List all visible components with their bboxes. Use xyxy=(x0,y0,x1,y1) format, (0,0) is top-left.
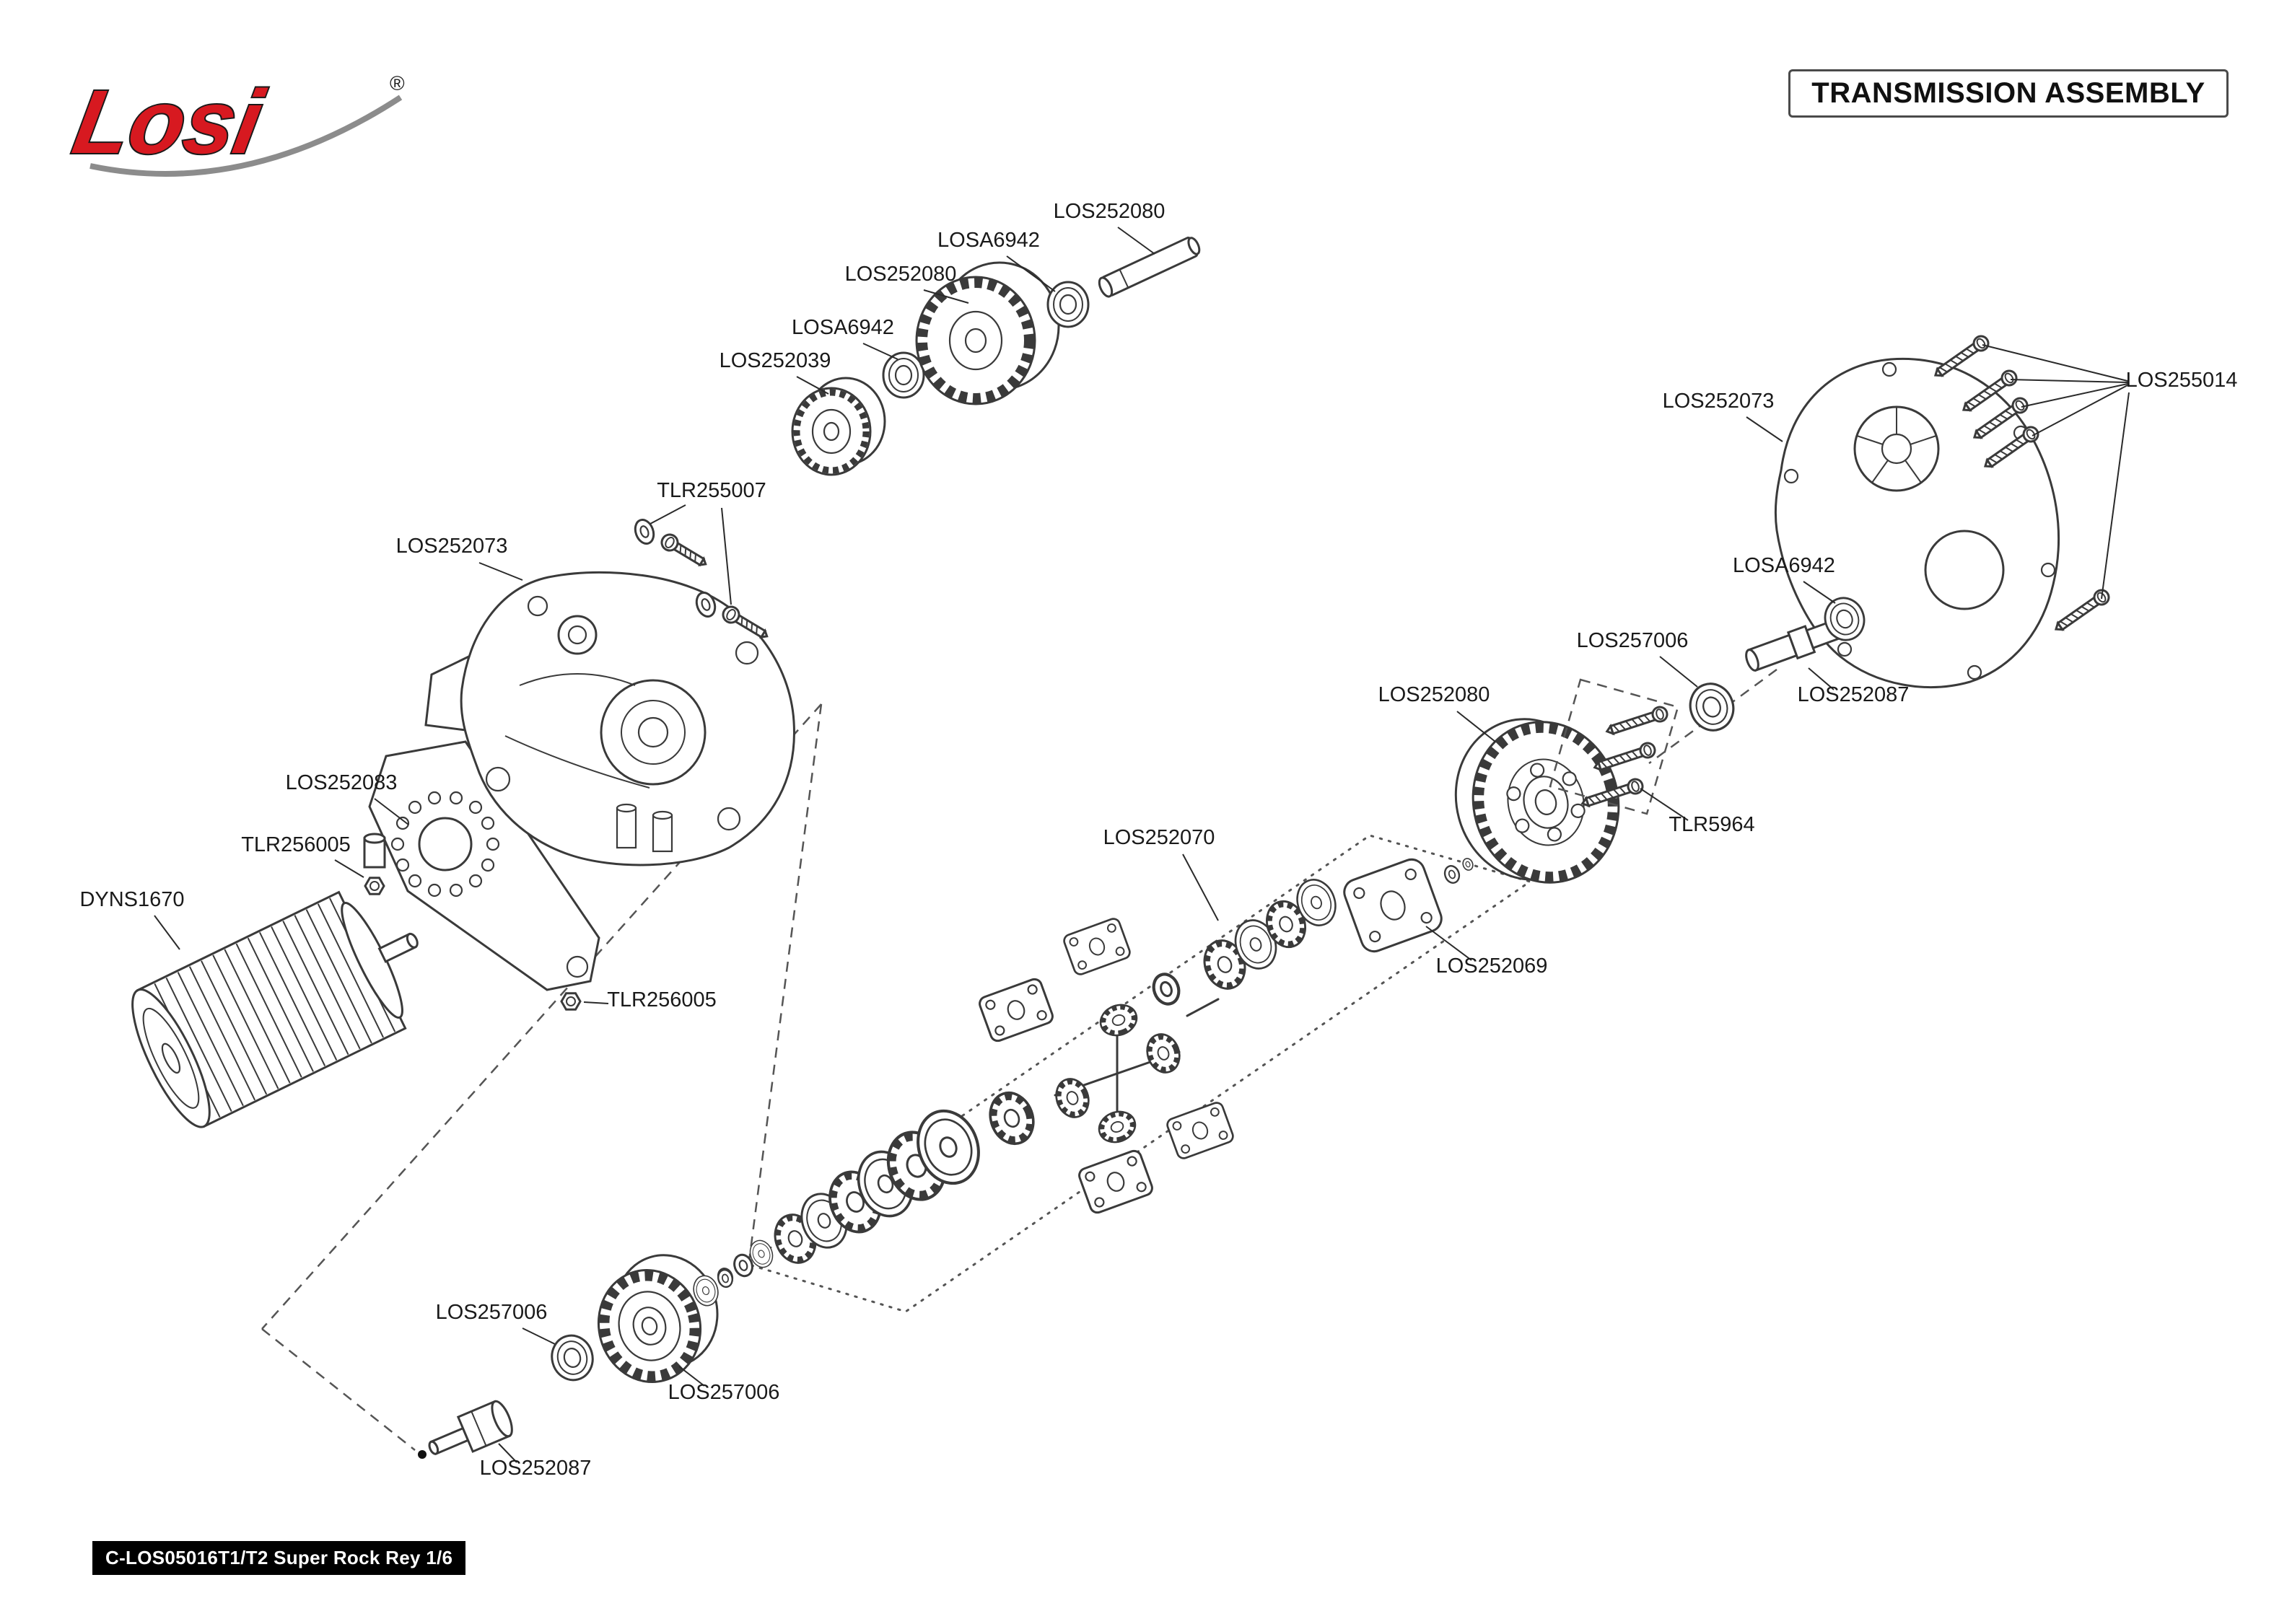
label-leader-line xyxy=(1659,656,1698,688)
label-leader-line xyxy=(498,1443,517,1463)
label-leader-line xyxy=(374,798,409,825)
label-leader-line xyxy=(334,859,364,878)
label-leader-line xyxy=(678,1366,705,1387)
part-label: LOS257006 xyxy=(1577,629,1689,652)
nut-upper xyxy=(364,877,385,895)
logo-text: Losi xyxy=(66,71,272,172)
label-leader-line xyxy=(1117,227,1155,255)
case-screws-tlr255007 xyxy=(634,519,772,644)
bearing-los257006-drawing xyxy=(1682,676,1741,738)
part-label: LOS252080 xyxy=(1378,683,1490,706)
part-label: LOS255014 xyxy=(2126,369,2238,392)
part-label: LOSA6942 xyxy=(937,229,1040,252)
registered-mark: ® xyxy=(390,72,405,95)
label-leader-line xyxy=(1425,926,1472,961)
part-label: LOS252073 xyxy=(396,535,508,558)
diff-pin xyxy=(1186,998,1220,1017)
part-label: LOS252073 xyxy=(1663,390,1775,413)
diff-screws-tlr5964 xyxy=(1549,678,1679,815)
label-leader-line xyxy=(923,289,969,304)
screw-drawing xyxy=(657,530,711,572)
diff-group-outline xyxy=(744,834,1533,1313)
losi-logo: Losi ® xyxy=(65,70,405,177)
part-label: LOS257006 xyxy=(668,1381,780,1404)
label-leader-line xyxy=(478,562,523,581)
bearing-los257006-drawing xyxy=(546,1330,599,1386)
clutch-group xyxy=(418,1254,735,1459)
right-output-group xyxy=(1682,591,1871,738)
label-leader-line xyxy=(522,1327,556,1345)
part-label: TLR5964 xyxy=(1669,813,1754,836)
label-leader-line xyxy=(2021,383,2128,408)
label-leader-line xyxy=(2032,385,2128,436)
part-labels-layer: LOS252080LOSA6942LOS252080LOSA6942LOS252… xyxy=(79,200,2237,1480)
label-leader-line xyxy=(796,376,829,395)
label-leader-line xyxy=(862,343,898,360)
clutch-drum-drawing xyxy=(597,1254,719,1383)
label-leader-line xyxy=(2010,379,2128,383)
part-label: LOS252070 xyxy=(1103,826,1215,849)
label-leader-line xyxy=(650,504,686,524)
screw-drawing xyxy=(1604,703,1671,739)
part-label: LOS252083 xyxy=(286,771,398,794)
outdrive-cup-drawing xyxy=(428,1400,513,1456)
label-leader-line xyxy=(2101,392,2130,600)
spur-gear-drawing xyxy=(1454,718,1620,884)
part-label: DYNS1670 xyxy=(79,888,184,911)
label-leader-line xyxy=(583,1001,609,1004)
label-leader-line xyxy=(1640,788,1689,821)
sheet-code: C-LOS05016T1/T2 Super Rock Rey 1/6 xyxy=(92,1541,466,1575)
part-label: LOS257006 xyxy=(436,1301,548,1324)
label-leader-line xyxy=(1182,853,1219,921)
logo-swoosh xyxy=(89,95,403,177)
case-left-drawing xyxy=(424,571,795,866)
pinion-gear-drawing xyxy=(791,377,886,476)
label-leader-line xyxy=(154,915,180,950)
part-label: LOS252069 xyxy=(1436,954,1548,978)
part-label: LOS252080 xyxy=(845,263,957,286)
label-leader-line xyxy=(1006,255,1056,292)
label-leader-line xyxy=(1982,344,2128,382)
motor-drawing xyxy=(131,890,419,1128)
part-label: LOS252087 xyxy=(1798,683,1910,706)
label-leader-line xyxy=(1456,711,1496,742)
label-leader-line xyxy=(721,507,732,605)
part-label: LOS252080 xyxy=(1054,200,1166,223)
part-label: TLR256005 xyxy=(607,988,717,1011)
alignment-dot xyxy=(418,1450,427,1459)
part-label: LOSA6942 xyxy=(792,316,894,339)
page-title: TRANSMISSION ASSEMBLY xyxy=(1788,69,2229,118)
part-label: TLR255007 xyxy=(657,479,766,502)
part-label: LOSA6942 xyxy=(1733,554,1835,577)
top-gear-drawing xyxy=(915,261,1060,405)
motor-plate-drawing xyxy=(363,740,600,1011)
bearing-losa6942-drawing xyxy=(882,351,925,399)
diff-cover-drawing xyxy=(1343,858,1443,953)
label-leader-line xyxy=(1746,416,1783,442)
diff-internals-group xyxy=(714,856,1475,1289)
part-label: LOS252087 xyxy=(480,1457,592,1480)
label-leader-line xyxy=(1803,581,1836,604)
part-label: TLR256005 xyxy=(241,833,351,856)
top-gear-train xyxy=(791,237,1201,476)
part-label: LOS252039 xyxy=(720,349,831,372)
label-leader-line xyxy=(1808,667,1834,690)
bearing-losa6942-drawing xyxy=(1046,281,1090,328)
nut-lower xyxy=(560,992,582,1011)
top-shaft-drawing xyxy=(1098,237,1201,298)
